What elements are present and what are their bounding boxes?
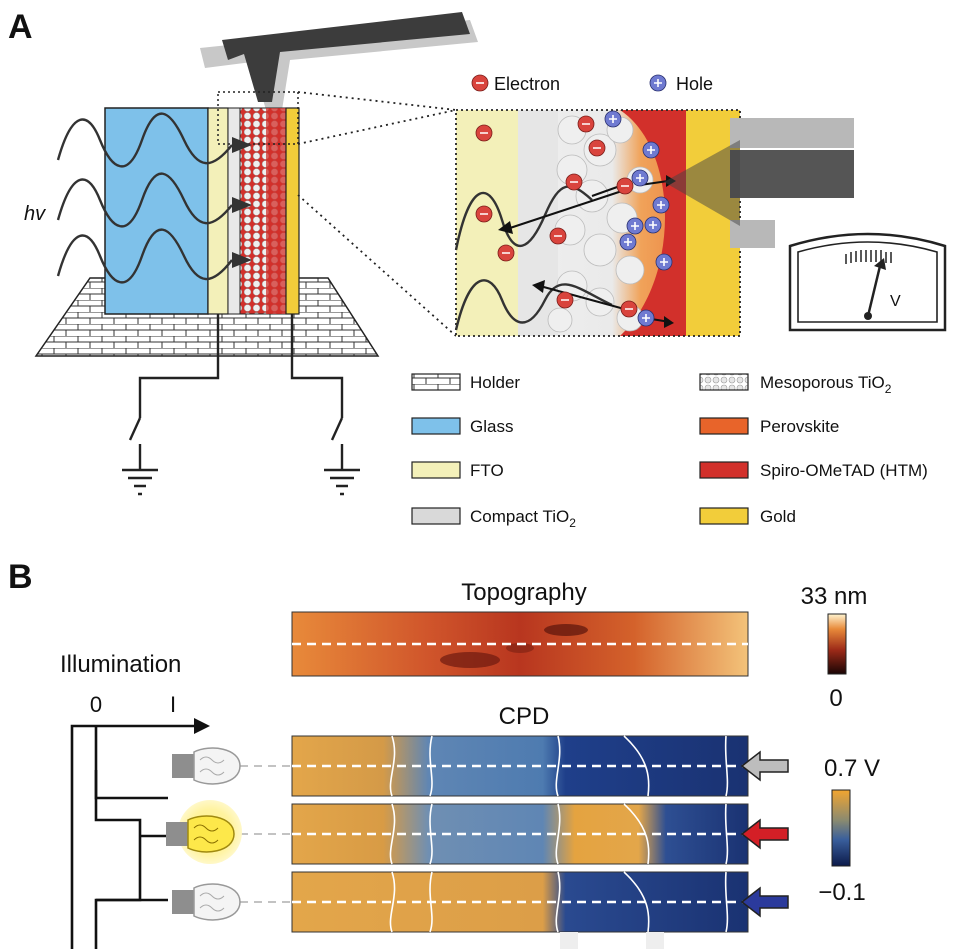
cpd-scale-max: 0.7 V — [824, 755, 880, 782]
charge-legend: Electron Hole — [471, 74, 713, 94]
bulb-off-icon-2 — [172, 883, 241, 921]
topo-scale-min: 0 — [829, 685, 842, 712]
legend-glass: Glass — [411, 417, 513, 436]
scan-arrow-gray — [740, 750, 789, 782]
material-legend: Holder Glass FTO Compact TiO2 Mesoporous… — [411, 373, 928, 530]
hv-label: hv — [24, 203, 46, 225]
axis-i-label: I — [170, 692, 176, 717]
illumination-axis — [70, 724, 196, 949]
bg-bar — [560, 932, 578, 949]
zoom-lines — [297, 91, 457, 337]
legend-label-fto: FTO — [470, 461, 504, 480]
legend-label-holder: Holder — [470, 373, 520, 392]
legend-holder: Holder — [411, 373, 520, 392]
topo-colorbar — [827, 613, 847, 675]
fto-layer — [207, 107, 229, 315]
hole-label: Hole — [676, 74, 713, 94]
zoom-selection-box — [217, 91, 299, 145]
scan-arrow-red — [740, 818, 789, 850]
legend-label-spiro: Spiro-OMeTAD (HTM) — [760, 461, 928, 480]
legend-label-perovskite: Perovskite — [760, 417, 839, 436]
gold-layer — [285, 107, 300, 315]
legend-label-gold: Gold — [760, 507, 796, 526]
voltmeter-icon: V — [788, 232, 947, 332]
wave-arrowheads — [232, 137, 252, 268]
legend-spiro: Spiro-OMeTAD (HTM) — [699, 461, 928, 480]
device-stack — [104, 91, 300, 315]
legend-label-glass: Glass — [470, 417, 513, 436]
cpd-map-dark-2 — [291, 871, 749, 933]
bulb-off-icon-1 — [172, 747, 241, 785]
legend-fto: FTO — [411, 461, 504, 480]
light-waves — [56, 112, 233, 284]
panel-a-label: A — [8, 8, 33, 46]
legend-label-mesoporous: Mesoporous TiO2 — [760, 373, 892, 396]
legend-perovskite: Perovskite — [699, 417, 839, 436]
cpd-map-illuminated — [291, 803, 749, 865]
electron-label: Electron — [494, 74, 560, 94]
topography-title: Topography — [461, 579, 586, 606]
hole-signs — [609, 115, 668, 322]
legend-gold: Gold — [699, 507, 796, 526]
bulb-on-icon — [166, 815, 235, 853]
axis-zero-label: 0 — [90, 692, 102, 717]
topo-scale-max: 33 nm — [801, 583, 868, 610]
axis-arrowhead — [194, 718, 210, 734]
legend-mesoporous-tio2: Mesoporous TiO2 — [699, 373, 892, 396]
bg-bar — [646, 932, 664, 949]
cpd-title: CPD — [499, 703, 550, 730]
meter-label: V — [890, 293, 901, 310]
zoomed-interface — [454, 109, 741, 337]
legend-compact-tio2: Compact TiO2 — [411, 507, 576, 530]
illumination-label: Illumination — [60, 651, 181, 678]
cpd-map-dark-1 — [291, 735, 749, 797]
circuit-wires — [122, 314, 360, 496]
panel-b-label: B — [8, 558, 33, 596]
bulb-connectors — [240, 765, 292, 903]
legend-label-compact: Compact TiO2 — [470, 507, 576, 530]
cpd-scale-min: −0.1 — [818, 879, 865, 906]
electron-signs — [480, 123, 633, 310]
scan-arrow-blue — [740, 886, 789, 918]
cpd-colorbar — [831, 789, 851, 867]
topography-map — [291, 611, 749, 677]
zoomed-probe — [664, 118, 854, 248]
afm-cantilever — [200, 12, 478, 110]
